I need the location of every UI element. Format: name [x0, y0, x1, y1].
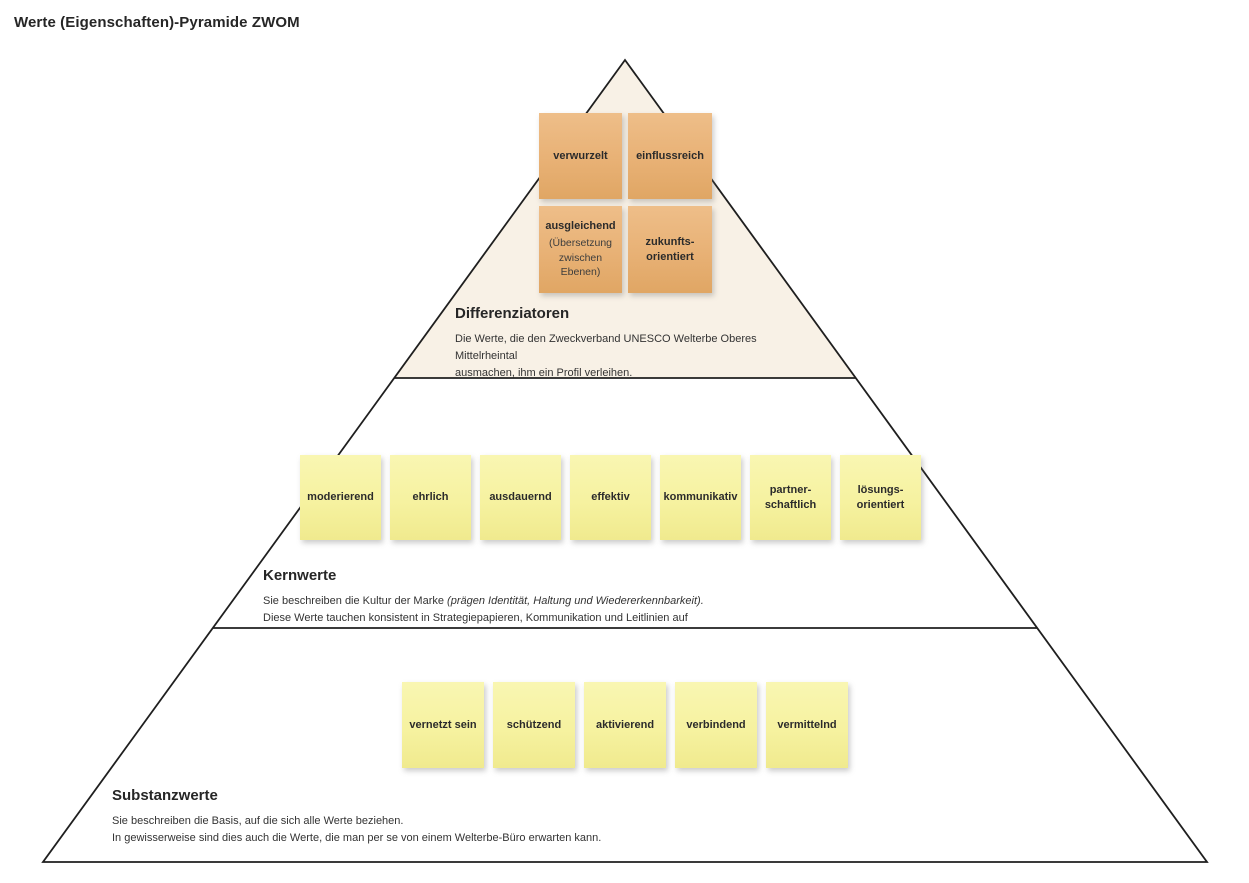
sticky-note-label: ehrlich [412, 491, 449, 504]
description-text-italic: (prägen Identität, Haltung und Wiedererk… [447, 594, 704, 607]
sticky-note-zukunftsorientiert[interactable]: zukunfts- orientiert [628, 206, 712, 293]
sticky-note-effektiv[interactable]: effektiv [570, 455, 651, 540]
sticky-note-label: verbindend [686, 718, 746, 731]
sticky-note-label: einflussreich [636, 149, 704, 162]
description-line: ausmachen, ihm ein Profil verleihen. [455, 366, 633, 379]
sticky-note-kommunikativ[interactable]: kommunikativ [660, 455, 741, 540]
sticky-note-label: vermittelnd [777, 718, 837, 731]
sticky-note-label: kommunikativ [663, 491, 738, 504]
sticky-note-aktivierend[interactable]: aktivierend [584, 682, 666, 768]
section-description: Die Werte, die den Zweckverband UNESCO W… [455, 331, 815, 382]
section-description: Sie beschreiben die Basis, auf die sich … [112, 813, 672, 847]
sticky-note-label: partner- schaftlich [764, 483, 817, 511]
sticky-note-loesungsorientiert[interactable]: lösungs- orientiert [840, 455, 921, 540]
sticky-note-label: schützend [506, 718, 562, 731]
sticky-note-ausgleichend[interactable]: ausgleichend (Übersetzung zwischen Ebene… [539, 206, 622, 293]
section-description: Sie beschreiben die Kultur der Marke (pr… [263, 593, 743, 627]
sticky-note-ehrlich[interactable]: ehrlich [390, 455, 471, 540]
sticky-note-sublabel: (Übersetzung zwischen Ebenen) [548, 236, 613, 279]
sticky-note-label: vernetzt sein [409, 718, 477, 731]
section-heading: Differenziatoren [455, 305, 570, 322]
sticky-note-vermittelnd[interactable]: vermittelnd [766, 682, 848, 768]
description-line: Diese Werte tauchen konsistent in Strate… [263, 611, 688, 624]
sticky-note-partnerschaftlich[interactable]: partner- schaftlich [750, 455, 831, 540]
sticky-note-verbindend[interactable]: verbindend [675, 682, 757, 768]
description-line: Sie beschreiben die Basis, auf die sich … [112, 814, 404, 827]
sticky-note-label: lösungs- orientiert [856, 483, 905, 511]
sticky-note-einflussreich[interactable]: einflussreich [628, 113, 712, 199]
sticky-note-label: ausgleichend [545, 220, 616, 233]
sticky-note-label: ausdauernd [489, 491, 552, 504]
sticky-note-label: zukunfts- orientiert [645, 235, 695, 263]
sticky-note-verwurzelt[interactable]: verwurzelt [539, 113, 622, 199]
description-line: In gewisserweise sind dies auch die Wert… [112, 831, 602, 844]
description-text-regular: Sie beschreiben die Kultur der Marke [263, 594, 448, 607]
section-kernwerte: Kernwerte Sie beschreiben die Kultur der… [263, 566, 743, 627]
section-heading: Substanzwerte [112, 787, 218, 804]
sticky-note-label: moderierend [307, 491, 374, 504]
sticky-note-label: effektiv [591, 491, 630, 504]
sticky-note-vernetzt-sein[interactable]: vernetzt sein [402, 682, 484, 768]
sticky-note-label: aktivierend [595, 718, 655, 731]
description-line: Sie beschreiben die Kultur der Marke (pr… [263, 593, 743, 610]
section-heading: Kernwerte [263, 567, 337, 584]
section-differenziatoren: Differenziatoren Die Werte, die den Zwec… [455, 304, 815, 382]
sticky-note-schuetzend[interactable]: schützend [493, 682, 575, 768]
section-substanzwerte: Substanzwerte Sie beschreiben die Basis,… [112, 786, 672, 847]
sticky-note-ausdauernd[interactable]: ausdauernd [480, 455, 561, 540]
sticky-note-moderierend[interactable]: moderierend [300, 455, 381, 540]
pyramid-top-section [394, 60, 856, 378]
page-title: Werte (Eigenschaften)-Pyramide ZWOM [14, 14, 300, 31]
description-line: Die Werte, die den Zweckverband UNESCO W… [455, 332, 757, 362]
sticky-note-label: verwurzelt [553, 149, 608, 162]
